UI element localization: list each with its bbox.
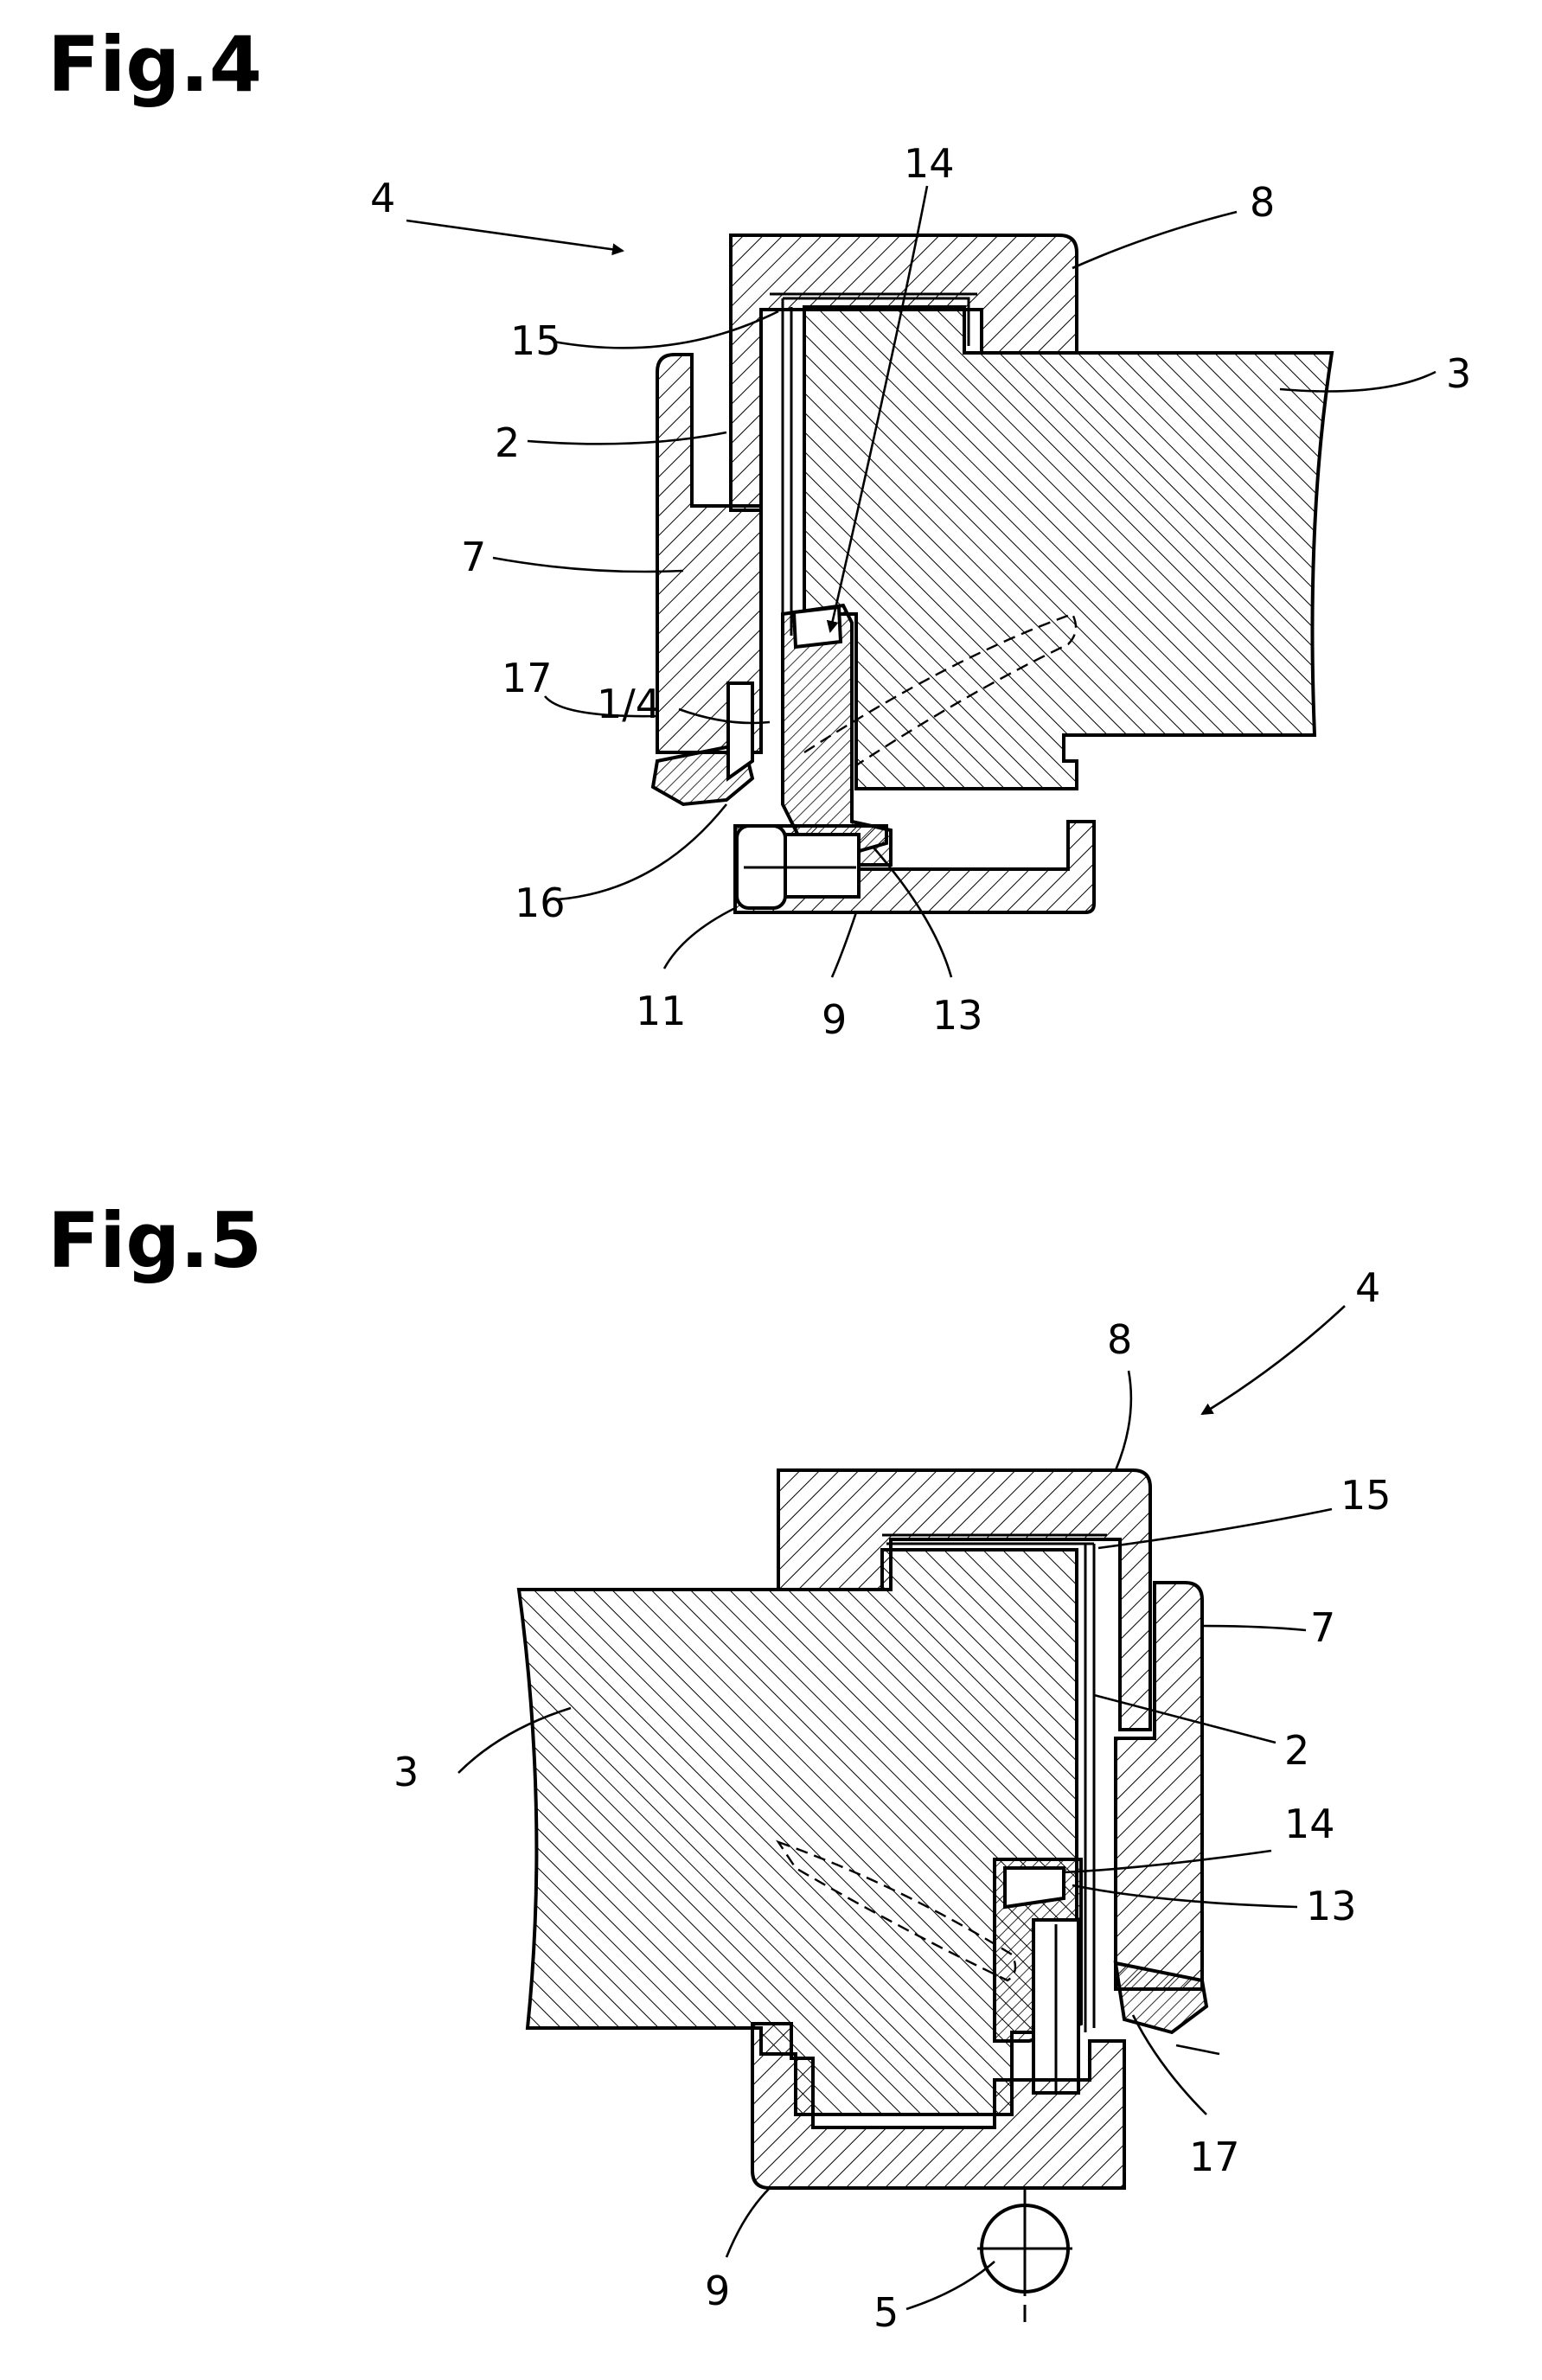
fig4-label-16: 16 — [515, 880, 566, 926]
fig4-part-17-wedge — [728, 683, 752, 778]
fig4-part-3-main-body — [804, 307, 1332, 789]
fig4-label-3: 3 — [1446, 350, 1471, 397]
fig4-label-9: 9 — [822, 996, 847, 1043]
fig5-label-15: 15 — [1340, 1472, 1392, 1519]
fig4-label-14: 14 — [904, 140, 955, 187]
fig4-label-1-4: 1/4 — [597, 681, 661, 727]
fig5-label-9: 9 — [705, 2268, 730, 2314]
fig5-part-17-pin — [1033, 1920, 1078, 2093]
figure-4: Fig.4 — [48, 20, 1471, 1043]
figure-5-title: Fig.5 — [48, 1196, 262, 1285]
fig4-label-7: 7 — [461, 534, 486, 580]
fig5-label-4: 4 — [1355, 1264, 1380, 1311]
fig5-label-13: 13 — [1306, 1883, 1357, 1929]
fig5-label-5: 5 — [873, 2289, 899, 2336]
fig5-label-14: 14 — [1284, 1801, 1335, 1847]
fig4-label-17: 17 — [502, 655, 553, 701]
fig5-label-2: 2 — [1284, 1727, 1309, 1774]
fig4-label-11: 11 — [636, 988, 687, 1034]
fig4-label-4: 4 — [370, 175, 395, 221]
fig4-part-11-bolt — [737, 826, 859, 908]
fig5-part-5-marker — [977, 2188, 1072, 2322]
fig5-label-17: 17 — [1189, 2134, 1240, 2180]
fig4-label-2: 2 — [495, 419, 520, 466]
fig5-label-8: 8 — [1107, 1316, 1132, 1363]
fig4-label-8: 8 — [1250, 179, 1275, 226]
figure-5: Fig.5 — [48, 1196, 1392, 2336]
fig5-label-3: 3 — [393, 1749, 419, 1795]
fig5-label-7: 7 — [1310, 1604, 1335, 1651]
fig4-label-13: 13 — [932, 992, 983, 1039]
fig4-label-15: 15 — [510, 317, 561, 364]
figure-4-title: Fig.4 — [48, 20, 262, 109]
fig5-part-14-pocket — [1005, 1868, 1064, 1907]
